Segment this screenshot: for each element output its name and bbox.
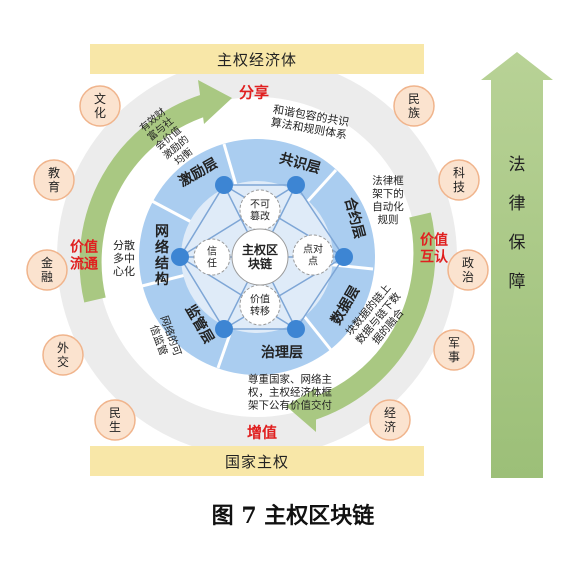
desc-governance: 尊重国家、网络主权，主权经济体框架下公有价值交付: [248, 373, 332, 412]
outer-circle-label: 教育: [48, 165, 60, 194]
figure-caption: 图 7 主权区块链: [211, 503, 375, 529]
layer-network: 网络结构: [155, 224, 169, 288]
legal-char: 律: [508, 194, 526, 214]
right-flow-arrowhead: [286, 388, 316, 432]
outer-circle-culture: [79, 85, 121, 127]
node: [287, 176, 305, 194]
outer-circle-politics: [447, 249, 489, 291]
legal-char: 法: [508, 155, 526, 175]
outer-circle-livelihood: [94, 399, 136, 441]
legal-protection-arrow: [481, 52, 553, 478]
node: [171, 248, 189, 266]
outer-circle-education: [33, 159, 75, 201]
outer-circle-technology: [438, 159, 480, 201]
left-flow-arrowhead: [198, 80, 232, 124]
node: [215, 320, 233, 338]
p2p-circle: [292, 234, 334, 276]
left-flow-arrow: [79, 94, 209, 303]
right-flow-arrow: [306, 212, 436, 421]
trust-circle: [193, 238, 231, 276]
core-circle: [231, 228, 289, 286]
desc-network: 分散多中心化: [113, 238, 135, 278]
node: [335, 248, 353, 266]
legal-protection-label: 法 律 保 障: [497, 150, 537, 292]
outer-circle-military: [433, 329, 475, 371]
center-transfer: 价值转移: [250, 293, 270, 318]
legal-char: 保: [508, 233, 526, 253]
bottom-bar: 国家主权: [90, 446, 424, 476]
center-core-label: 主权区块链: [242, 242, 278, 271]
top-bar: 主权经济体: [90, 44, 424, 74]
center-p2p: 点对点: [303, 243, 323, 268]
outer-circle-label: 民族: [408, 92, 420, 120]
center-immutable: 不可篡改: [250, 200, 270, 223]
node: [215, 176, 233, 194]
legal-char: 障: [508, 272, 526, 292]
outer-circle-economy: [369, 399, 411, 441]
outer-circle-label: 军事: [448, 336, 460, 364]
outer-circle-label: 金融: [41, 255, 53, 284]
outer-circle-label: 科技: [453, 166, 465, 194]
outer-circle-label: 外交: [57, 341, 69, 369]
add-value-label: 增值: [247, 423, 277, 441]
outer-circle-label: 文化: [94, 91, 106, 120]
outer-circle-diplomacy: [42, 334, 84, 376]
bottom-bar-label: 国家主权: [224, 452, 289, 471]
value-interact-label: 价值互认: [420, 231, 449, 265]
node: [287, 320, 305, 338]
outer-circle-label: 民生: [109, 406, 121, 434]
outer-circle-label: 政治: [462, 256, 474, 284]
center-trust: 信任: [207, 246, 217, 270]
top-bar-label: 主权经济体: [216, 50, 297, 69]
outer-circle-finance: [26, 249, 68, 291]
desc-incentive: 有效财富与社会价值激励的均衡: [137, 105, 199, 171]
outer-circle-label: 经济: [384, 406, 396, 434]
desc-contract: 法律框架下的自动化规则: [372, 174, 404, 226]
transfer-circle: [239, 284, 281, 326]
value-flow-label: 价值流通: [70, 238, 98, 272]
share-label: 分享: [239, 83, 269, 101]
layer-governance: 治理层: [261, 344, 303, 361]
outer-circle-ethnicity: [393, 85, 435, 127]
